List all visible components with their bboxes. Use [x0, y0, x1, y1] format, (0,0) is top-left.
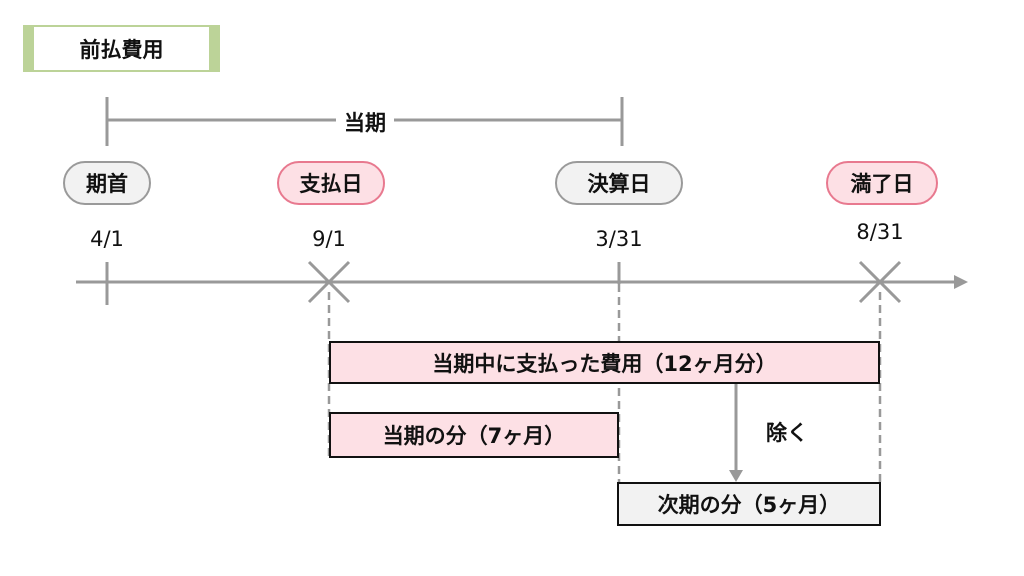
exclude-label: 除く — [766, 421, 808, 445]
milestone-closing-date: 決算日 — [555, 161, 683, 205]
date-payment: 9/1 — [312, 227, 346, 251]
exclude-arrowhead — [729, 470, 743, 482]
milestone-expiry-date: 満了日 — [826, 161, 938, 205]
diagram-title: 前払費用 — [23, 25, 220, 72]
x-mark-expiry — [858, 260, 902, 304]
period-label: 当期 — [336, 107, 394, 137]
bar-next-period: 次期の分（5ヶ月） — [617, 482, 881, 526]
timeline-arrowhead — [954, 275, 968, 289]
date-expiry: 8/31 — [856, 220, 904, 244]
date-start: 4/1 — [90, 227, 124, 251]
x-mark-payment — [307, 260, 351, 304]
bar-total-paid: 当期中に支払った費用（12ヶ月分） — [329, 341, 880, 384]
bar-current-period: 当期の分（7ヶ月） — [329, 412, 619, 458]
milestone-payment-date: 支払日 — [277, 161, 385, 205]
date-closing: 3/31 — [595, 227, 643, 251]
milestone-period-start: 期首 — [63, 161, 151, 205]
